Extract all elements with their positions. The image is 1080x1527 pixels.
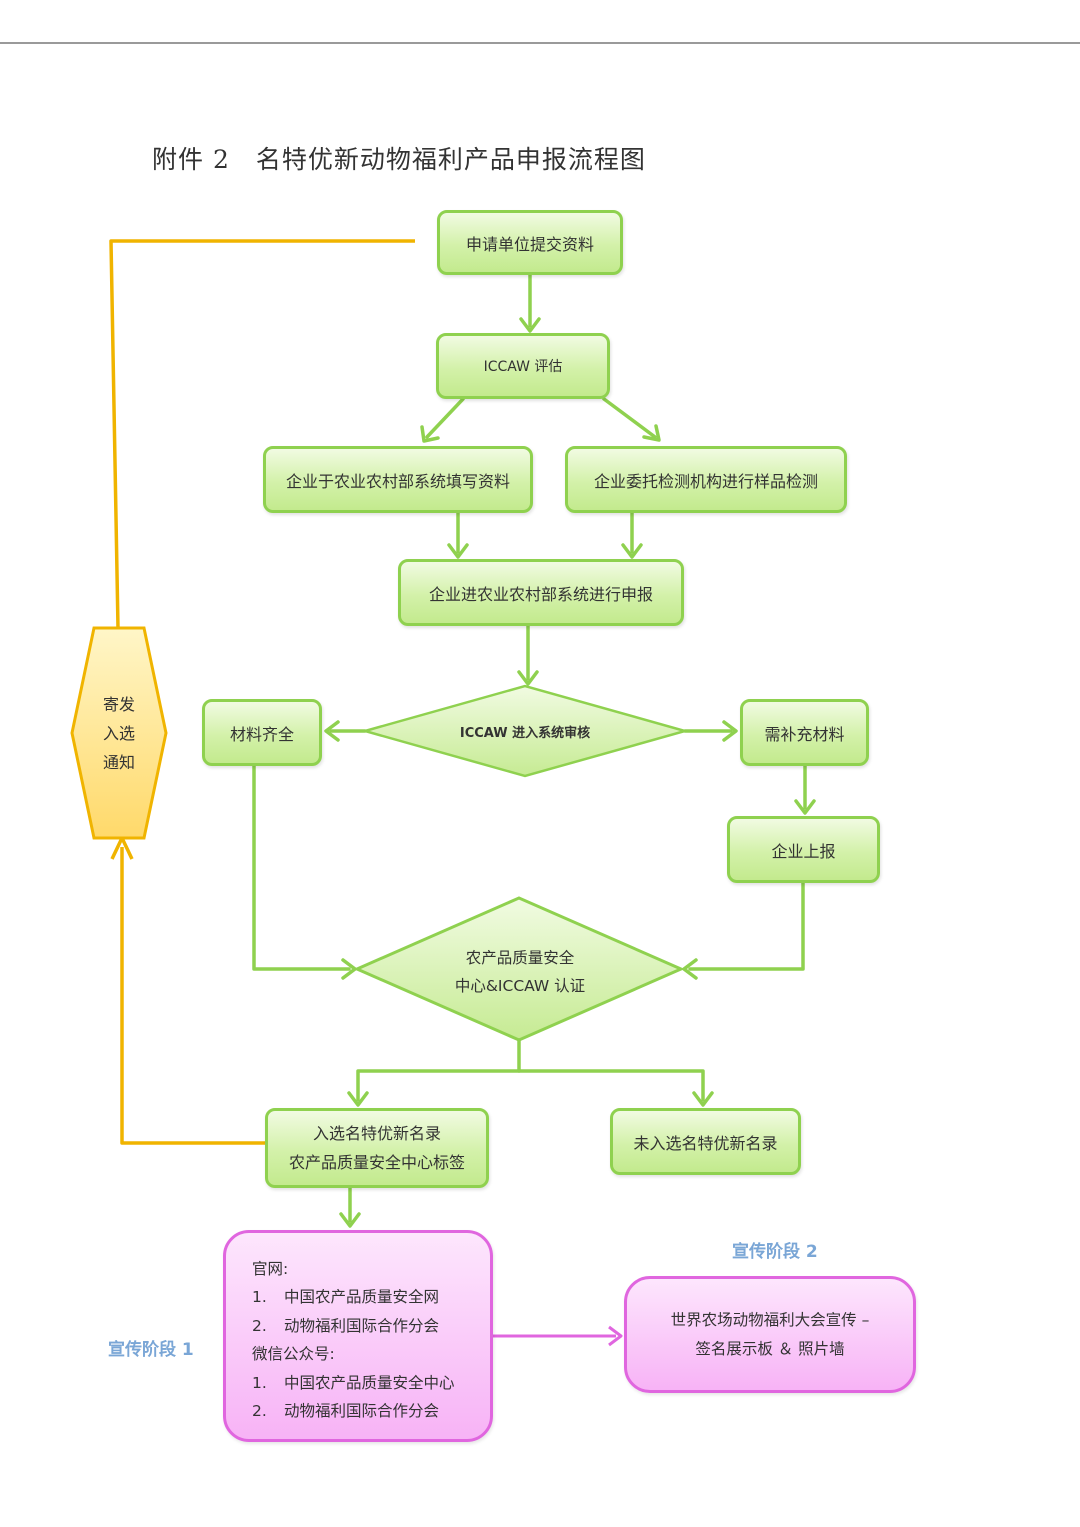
step-submit-materials: 申请单位提交资料	[437, 210, 623, 275]
certification-line-2: 中心&ICCAW 认证	[454, 977, 586, 995]
notice-line-2: 入选	[102, 724, 135, 743]
website-heading: 官网:	[252, 1260, 289, 1278]
step-selected: 入选名特优新名录 农产品质量安全中心标签	[265, 1108, 489, 1188]
notice-line-3: 通知	[102, 753, 135, 772]
stage-2-label: 宣传阶段 2	[732, 1242, 818, 1262]
promotion-arrowhead	[608, 1325, 623, 1347]
step-system-apply: 企业进农业农村部系统进行申报	[398, 559, 684, 626]
certification-line-1: 农产品质量安全	[465, 949, 575, 967]
conference-line-2: 签名展示板 ＆ 照片墙	[695, 1339, 845, 1358]
conference-line-1: 世界农场动物福利大会宣传 –	[670, 1310, 870, 1329]
website-item: 1.中国农产品质量安全网	[252, 1288, 440, 1307]
step-enterprise-report: 企业上报	[727, 816, 880, 883]
selected-line-2: 农产品质量安全中心标签	[288, 1153, 465, 1172]
step-materials-complete: 材料齐全	[202, 699, 322, 766]
wechat-item: 2.动物福利国际合作分会	[252, 1402, 440, 1421]
flow-connectors	[252, 273, 807, 1223]
step-fill-info: 企业于农业农村部系统填写资料	[263, 446, 533, 513]
stage-1-label: 宣传阶段 1	[108, 1340, 194, 1360]
certification-label: 农产品质量安全 中心&ICCAW 认证	[360, 944, 680, 1000]
notice-line-1: 寄发	[102, 695, 135, 714]
promotion-channels-box: 官网: 1.中国农产品质量安全网 2.动物福利国际合作分会 微信公众号: 1.中…	[223, 1230, 493, 1442]
notice-hexagon	[70, 626, 168, 840]
website-item: 2.动物福利国际合作分会	[252, 1316, 440, 1335]
notice-label: 寄发 入选 通知	[72, 690, 166, 777]
wechat-item: 1.中国农产品质量安全中心	[252, 1373, 455, 1392]
selected-line-1: 入选名特优新名录	[312, 1124, 441, 1143]
step-sample-testing: 企业委托检测机构进行样品检测	[565, 446, 847, 513]
certification-diamond	[353, 896, 685, 1042]
step-not-selected: 未入选名特优新名录	[610, 1108, 801, 1175]
step-need-supplement: 需补充材料	[740, 699, 869, 766]
wechat-heading: 微信公众号:	[252, 1345, 335, 1364]
document-title: 附件 2 名特优新动物福利产品申报流程图	[152, 145, 646, 174]
page-top-rule	[0, 42, 1080, 44]
step-iccaw-assessment: ICCAW 评估	[436, 333, 610, 399]
conference-box: 世界农场动物福利大会宣传 – 签名展示板 ＆ 照片墙	[624, 1276, 916, 1393]
notice-connector	[109, 239, 415, 1145]
review-label: ICCAW 进入系统审核	[459, 726, 591, 741]
flow-arrowheads	[324, 317, 816, 1228]
